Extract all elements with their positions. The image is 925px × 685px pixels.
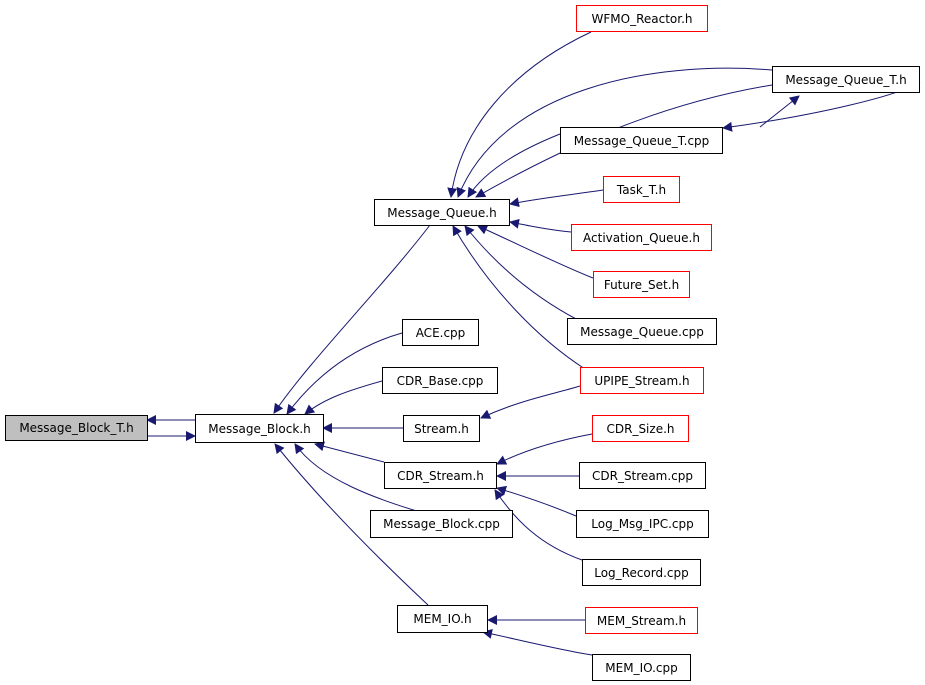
node-message-queue-t-h[interactable]: Message_Queue_T.h	[772, 66, 920, 93]
node-message-queue-h[interactable]: Message_Queue.h	[374, 199, 510, 226]
node-mem-stream-h[interactable]: MEM_Stream.h	[585, 607, 698, 634]
node-log-record-cpp[interactable]: Log_Record.cpp	[582, 559, 701, 586]
node-mem-io-cpp[interactable]: MEM_IO.cpp	[592, 654, 691, 681]
node-ace-cpp[interactable]: ACE.cpp	[402, 319, 479, 346]
node-task-t-h[interactable]: Task_T.h	[603, 176, 680, 203]
edge-mem-io-to-message-block	[274, 443, 429, 606]
edge-wfmo-reactor-to-message-queue	[447, 31, 592, 198]
edge-upipe-stream-to-message-queue	[452, 225, 586, 370]
edge-upipe-stream-to-stream	[480, 385, 581, 419]
edge-future-set-to-message-queue	[477, 225, 594, 279]
edge-message-block-cpp-to-message-block	[294, 443, 421, 513]
node-message-queue-t-cpp[interactable]: Message_Queue_T.cpp	[560, 127, 723, 154]
edge-task-t-to-message-queue	[509, 189, 604, 208]
node-activation-queue-h[interactable]: Activation_Queue.h	[571, 224, 712, 251]
node-message-block-cpp[interactable]: Message_Block.cpp	[370, 510, 513, 538]
edge-message-queue-t-cpp-to-message-queue-t-h	[759, 95, 800, 128]
node-cdr-stream-cpp[interactable]: CDR_Stream.cpp	[579, 462, 706, 489]
node-upipe-stream-h[interactable]: UPIPE_Stream.h	[580, 367, 704, 394]
edge-cdr-base-to-message-block	[304, 380, 383, 415]
edge-cdr-stream-to-message-block	[314, 441, 385, 463]
edge-message-queue-t-h-to-message-queue	[456, 67, 773, 198]
edge-log-record-to-cdr-stream	[494, 489, 583, 561]
node-cdr-size-h[interactable]: CDR_Size.h	[592, 415, 689, 442]
node-wfmo-reactor-h[interactable]: WFMO_Reactor.h	[576, 5, 708, 32]
node-message-block-h[interactable]: Message_Block.h	[195, 414, 324, 443]
node-message-block-t-h[interactable]: Message_Block_T.h	[5, 415, 148, 441]
node-stream-h[interactable]: Stream.h	[403, 415, 480, 442]
edge-mem-io-cpp-to-mem-io	[482, 629, 593, 656]
edge-ace-to-message-block	[286, 332, 403, 415]
node-mem-io-h[interactable]: MEM_IO.h	[397, 605, 488, 633]
edge-cdr-size-to-cdr-stream	[496, 433, 593, 465]
node-cdr-stream-h[interactable]: CDR_Stream.h	[384, 462, 497, 489]
node-cdr-base-cpp[interactable]: CDR_Base.cpp	[382, 367, 498, 394]
node-future-set-h[interactable]: Future_Set.h	[593, 271, 690, 298]
node-log-msg-ipc-cpp[interactable]: Log_Msg_IPC.cpp	[576, 510, 709, 538]
edge-message-queue-t-cpp-to-message-queue	[467, 133, 561, 198]
edge-message-queue-to-message-block	[273, 224, 431, 414]
edge-activation-queue-to-message-queue	[509, 218, 572, 233]
node-message-queue-cpp[interactable]: Message_Queue.cpp	[567, 318, 717, 345]
edge-message-queue-cpp-to-message-queue	[464, 225, 579, 321]
